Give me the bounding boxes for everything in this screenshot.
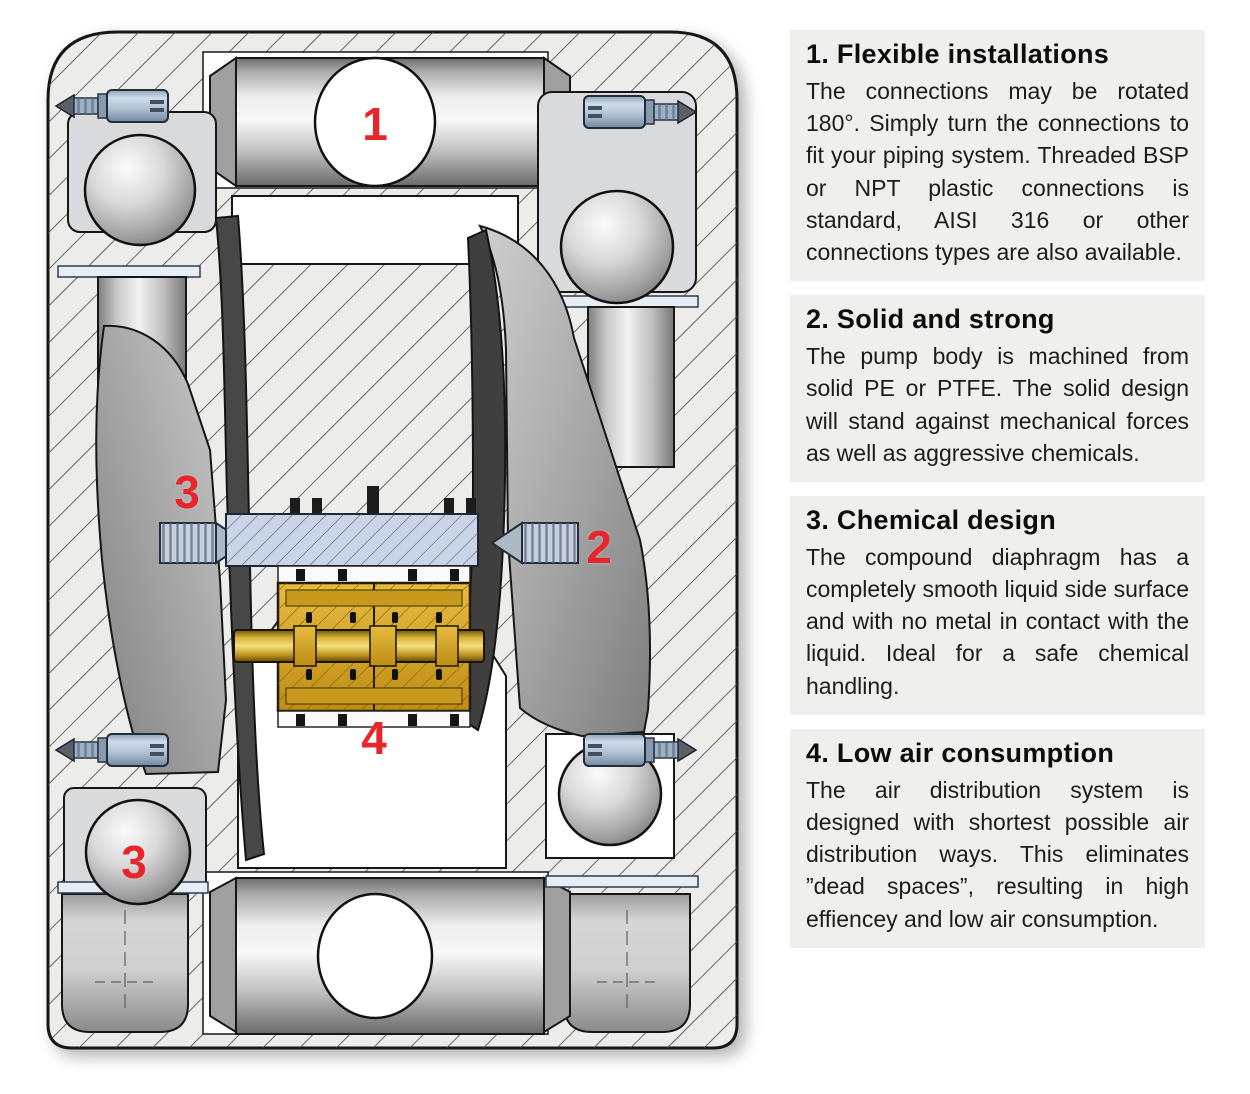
feature-heading: 3. Chemical design [806, 504, 1056, 535]
bottom-manifold [209, 876, 571, 1035]
air-distribution-assembly [159, 486, 579, 728]
callout-pump-body: 2 [586, 521, 612, 573]
feature-heading: 1. Flexible installations [806, 39, 1110, 69]
bottom-port-left [61, 893, 189, 1033]
callout-inlet-manifold: 1 [362, 98, 388, 150]
feature-heading: 2. Solid and strong [806, 304, 1055, 335]
valve-ball-bottom-left [84, 798, 192, 906]
feature-section-chemical-design: 3. Chemical design The compound diaphrag… [790, 495, 1205, 715]
valve-ball-top-right [559, 189, 675, 305]
feature-body: The air distribution system is designed … [806, 776, 1189, 932]
bottom-port-right [563, 893, 691, 1033]
feature-section-flexible-installations: 1. Flexible installations The connection… [790, 30, 1205, 282]
top-port-opening [313, 56, 437, 188]
top-manifold [209, 56, 571, 188]
feature-section-low-air-consumption: 4. Low air consumption The air distribut… [790, 728, 1205, 948]
o-rings [306, 612, 442, 680]
feature-section-solid-and-strong: 2. Solid and strong The pump body is mac… [790, 295, 1205, 482]
feature-body: The compound diaphragm has a completely … [806, 543, 1189, 699]
feature-body: The connections may be rotated 180°. Sim… [806, 78, 1189, 265]
valve-ball-top-left [83, 133, 197, 247]
bottom-port-opening [316, 892, 434, 1020]
callout-air-distribution: 4 [361, 712, 387, 764]
callout-valve-ball-lower: 3 [121, 836, 147, 888]
callout-diaphragm-upper: 3 [174, 466, 200, 518]
features-panel: 1. Flexible installations The connection… [790, 30, 1205, 962]
air-chamber-right [478, 224, 651, 738]
feature-heading: 4. Low air consumption [806, 737, 1115, 768]
pump-cross-section-figure: 1 2 3 3 4 [40, 20, 740, 1060]
feature-body: The pump body is machined from solid PE … [806, 343, 1189, 466]
pump-diagram [46, 30, 739, 1050]
